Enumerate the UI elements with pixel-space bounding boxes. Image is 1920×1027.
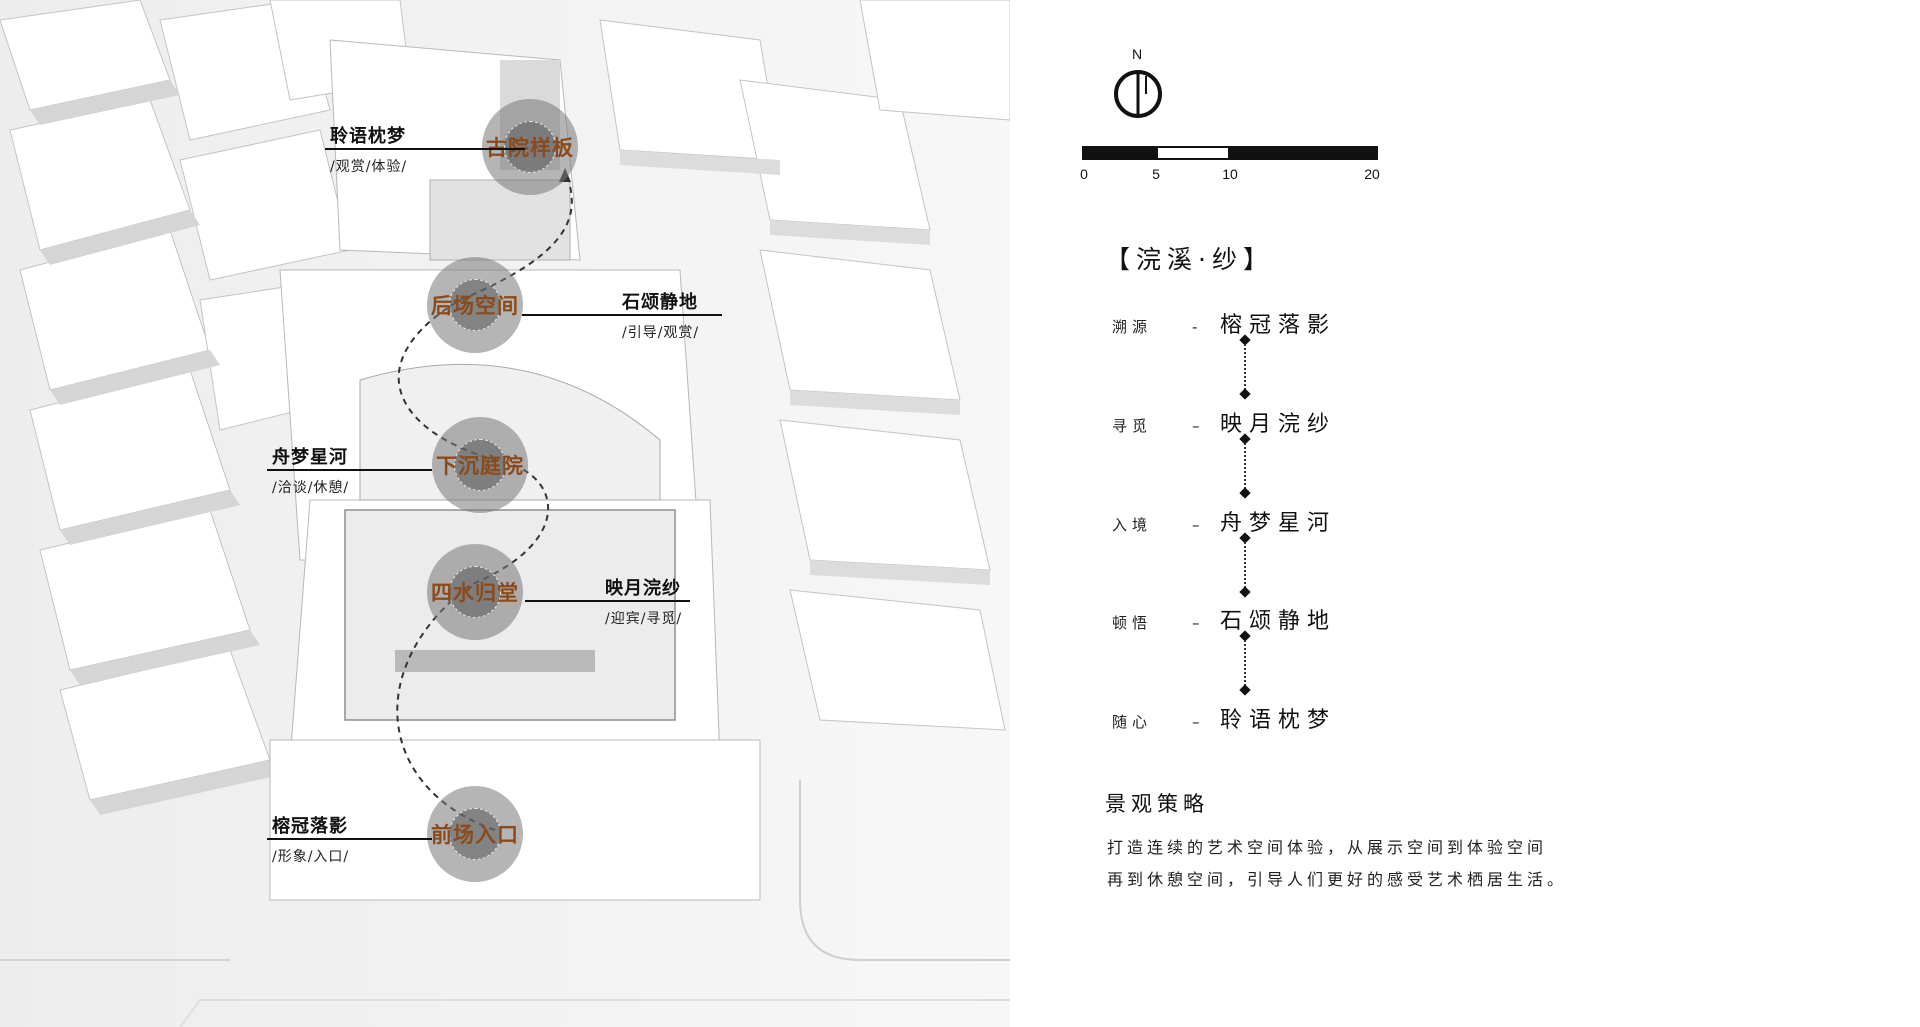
callout-subtitle: /形象/入口/ [272,849,350,865]
sequence-step: 入境 – 舟梦星河 [1112,505,1336,537]
connector-line [1244,344,1246,390]
step-dash: – [1192,516,1200,534]
callout-rongguan: 榕冠落影 /形象/入口/ [267,812,432,866]
connector-line [1244,542,1246,588]
callout-subtitle: /迎宾/寻觅/ [605,611,683,627]
section-title: 【浣溪·纱】 [1105,245,1274,274]
connector-dot [1239,487,1251,499]
leader-line [267,469,432,471]
scale-bar: 0 5 10 20 [1080,146,1380,186]
step-dash: – [1192,713,1200,731]
callout-title: 榕冠落影 [272,816,348,837]
callout-title: 石颂静地 [622,292,698,313]
node-label: 四水归堂 [431,581,519,605]
leader-line [522,314,722,316]
step-value: 聆语枕梦 [1220,708,1337,733]
step-value: 舟梦星河 [1220,511,1337,536]
node-label: 前场入口 [431,823,519,847]
callout-zhoumeng: 舟梦星河 /洽谈/休憩/ [267,443,432,497]
node-label: 下沉庭院 [436,454,524,478]
step-value: 榕冠落影 [1220,313,1337,338]
scale-segment [1082,146,1156,160]
scale-tick: 10 [1222,166,1238,182]
scale-tick: 5 [1152,166,1160,182]
sequence-step: 溯源 - 榕冠落影 [1112,307,1336,339]
callout-lingyu: 聆语枕梦 /观赏/体验/ [325,122,525,176]
callout-yingyue: 映月浣纱 /迎宾/寻觅/ [525,574,690,628]
step-dash: – [1192,614,1200,632]
callout-title: 舟梦星河 [272,447,348,468]
node-four-water-hall: 四水归堂 [427,544,523,640]
strategy-text-line: 打造连续的艺术空间体验，从展示空间到体验空间 [1107,838,1548,857]
connector-dot [1239,388,1251,400]
node-label: 后场空间 [431,294,519,318]
sequence-step: 随心 – 聆语枕梦 [1112,702,1336,734]
node-backyard-space: 后场空间 [427,257,523,353]
node-sunken-court: 下沉庭院 [432,417,528,513]
strategy-text-line: 再到休憩空间，引导人们更好的感受艺术栖居生活。 [1107,870,1568,889]
node-front-entrance: 前场入口 [427,786,523,882]
node-label: 古院样板 [486,136,574,160]
scale-tick: 0 [1080,166,1088,182]
leader-line [325,148,525,150]
connector-dot [1239,684,1251,696]
connector-line [1244,640,1246,686]
leader-line [267,838,432,840]
strategy-title: 景观策略 [1105,792,1209,816]
north-label: N [1132,46,1143,62]
step-dash: – [1192,417,1200,435]
sequence-step: 顿悟 – 石颂静地 [1112,603,1336,635]
leader-line [525,600,690,602]
step-key: 随心 [1112,713,1153,731]
step-key: 寻觅 [1112,417,1153,435]
step-value: 石颂静地 [1220,609,1337,634]
aerial-site-plan: 古院样板 后场空间 下沉庭院 四水归堂 前场入口 聆语枕梦 /观赏/体验/ 石颂… [0,0,1010,1027]
callout-subtitle: /洽谈/休憩/ [272,480,350,496]
connector-dot [1239,586,1251,598]
connector-line [1244,443,1246,489]
callout-title: 映月浣纱 [605,578,681,599]
north-arrow: N [1110,46,1170,136]
sequence-step: 寻觅 – 映月浣纱 [1112,406,1336,438]
scale-tick: 20 [1364,166,1380,182]
scale-segment [1156,146,1230,160]
compass-icon [1114,70,1162,118]
callout-title: 聆语枕梦 [330,126,406,147]
scale-segment [1230,146,1378,160]
step-value: 映月浣纱 [1220,412,1337,437]
callout-subtitle: /引导/观赏/ [622,325,700,341]
step-key: 溯源 [1112,318,1153,336]
step-dash: - [1192,318,1198,336]
callout-subtitle: /观赏/体验/ [330,159,408,175]
node-ancient-courtyard: 古院样板 [482,99,578,195]
callout-shisong: 石颂静地 /引导/观赏/ [522,288,722,342]
step-key: 顿悟 [1112,614,1153,632]
step-key: 入境 [1112,516,1153,534]
